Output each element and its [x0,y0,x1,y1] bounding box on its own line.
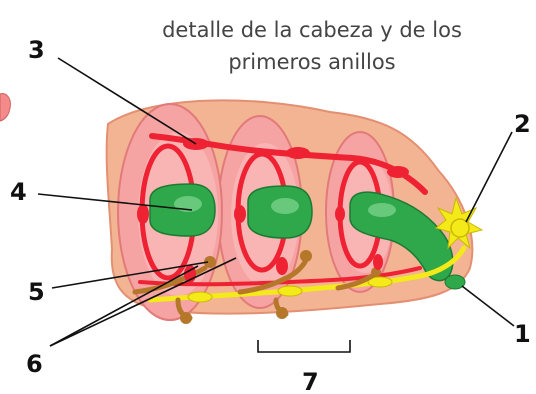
diagram-title-line-2: primeros anillos [228,50,395,74]
ventral-nerve-cord [147,245,467,303]
bracket-7 [257,340,351,353]
label-5: 5 [28,278,45,306]
lateral-vessel-node [234,205,246,223]
label-2: 2 [514,110,531,138]
nephridia [132,250,381,324]
intestine [149,183,466,290]
cerebral-ganglion [434,196,484,250]
leader-line-1 [461,285,515,327]
vessel-swelling [286,147,310,159]
label-3: 3 [28,36,45,64]
label-7: 7 [302,368,319,394]
ganglion [367,276,393,288]
ventral-blood-vessel [138,266,422,287]
lateral-vessel-node [276,257,288,275]
label-1: 1 [514,320,531,348]
lateral-vessel-node [137,204,149,224]
cropped-neighbor-shape [0,93,11,122]
diagram-title-line-1: detalle de la cabeza y de los [162,18,462,42]
lateral-vessel-node [335,206,345,222]
lateral-vessel-node [373,254,383,270]
leader-line-3 [57,57,197,145]
leader-line-6a [49,265,199,347]
leader-line-4 [37,193,193,211]
leader-line-6b [49,257,237,347]
label-6: 6 [26,350,43,378]
ganglion [187,291,213,303]
label-4: 4 [10,178,27,206]
leader-line-2 [465,131,513,223]
ganglion [277,285,303,297]
leader-line-5 [51,261,209,289]
vessel-swelling [387,166,409,178]
